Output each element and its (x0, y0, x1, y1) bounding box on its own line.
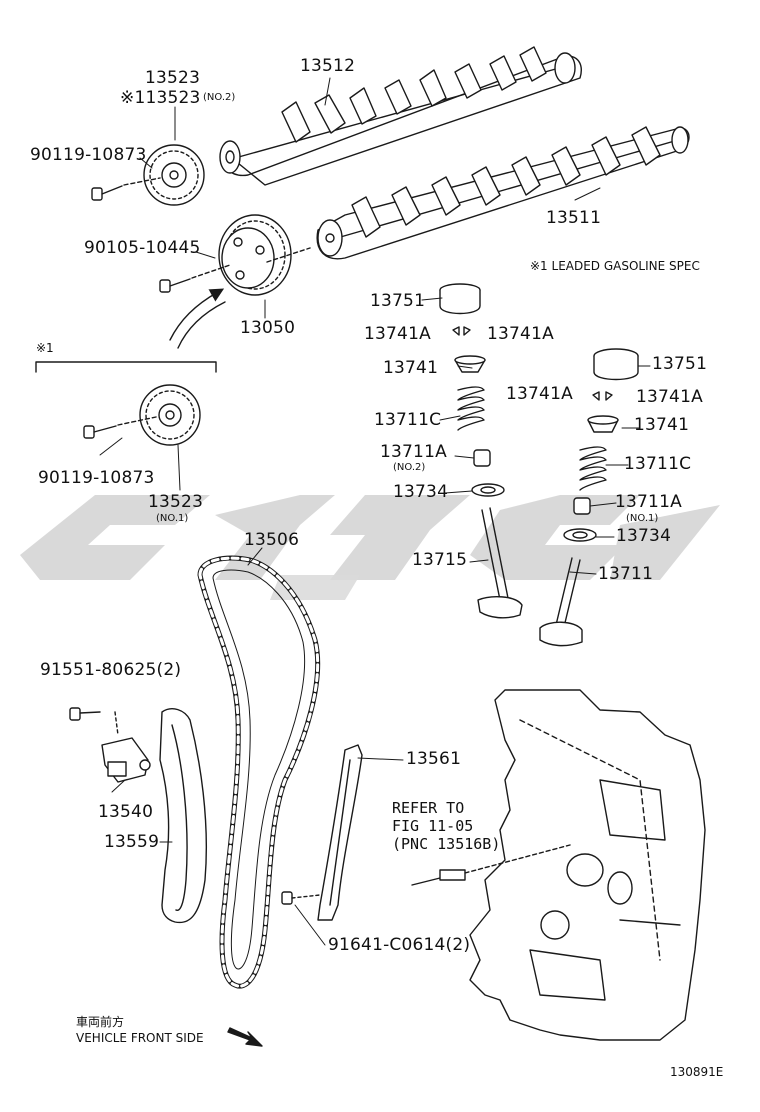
leader-lines (99, 77, 651, 946)
bolt-90119-top (91, 177, 161, 201)
vvt-gear-13050 (218, 214, 311, 296)
engine-block (411, 689, 706, 1041)
label-13734-left: 13734 (393, 482, 449, 502)
label-90119-top: 90119-10873 (30, 145, 147, 165)
bolt-90119-bottom (83, 416, 157, 439)
label-13711a-left: 13711A (380, 442, 447, 462)
bolt-90105 (159, 264, 231, 293)
camshaft-13512 (219, 46, 582, 186)
label-91551: 91551-80625(2) (40, 660, 182, 680)
label-13711a-right: 13711A (615, 492, 682, 512)
label-13711a-right-sub: (NO.1) (626, 513, 659, 524)
label-90105: 90105-10445 (84, 238, 201, 258)
valve-train-right (539, 348, 639, 647)
label-13751-left: 13751 (370, 291, 426, 311)
label-13506: 13506 (244, 530, 300, 550)
chain-tensioner-13540 (69, 707, 151, 783)
assembly-arrow (169, 288, 225, 341)
sprocket-13523-top (143, 144, 205, 206)
timing-chain-13506 (197, 555, 321, 989)
label-13523-no2: ※113523 (120, 88, 201, 108)
label-13751-right: 13751 (652, 354, 708, 374)
figure-id: 130891E (670, 1065, 724, 1079)
watermark-logo (20, 495, 720, 600)
label-13741-left: 13741 (383, 358, 439, 378)
label-13715: 13715 (412, 550, 468, 570)
label-13741a-left-b: 13741A (487, 324, 554, 344)
bracket-mark: ※1 (36, 341, 54, 355)
label-13559: 13559 (104, 832, 160, 852)
chain-damper-13561 (281, 744, 363, 921)
sprocket-13523-no1 (139, 384, 201, 446)
label-91641: 91641-C0614(2) (328, 935, 471, 955)
label-13711a-left-sub: (NO.2) (393, 462, 426, 473)
camshaft-13511 (316, 126, 690, 260)
label-13711: 13711 (598, 564, 654, 584)
label-13561: 13561 (406, 749, 462, 769)
label-13523: 13523 (145, 68, 201, 88)
label-13741a-right-b: 13741A (636, 387, 703, 407)
note-leaded-gasoline: ※1 LEADED GASOLINE SPEC (530, 259, 700, 273)
label-13734-right: 13734 (616, 526, 672, 546)
vehicle-front-arrow (227, 1027, 263, 1047)
label-13512: 13512 (300, 56, 356, 76)
vehicle-front-en: VEHICLE FRONT SIDE (76, 1031, 204, 1045)
label-13711c-right: 13711C (624, 454, 692, 474)
valve-train-left (439, 283, 523, 619)
refer-line-1: REFER TO (392, 799, 465, 817)
label-13523-no1-sub: (NO.1) (156, 513, 189, 524)
refer-line-2: FIG 11-05 (392, 817, 474, 835)
refer-line-3: (PNC 13516B) (392, 835, 501, 853)
vehicle-front-jp: 車両前方 (76, 1015, 125, 1029)
label-13050: 13050 (240, 318, 296, 338)
label-90119-bottom: 90119-10873 (38, 468, 155, 488)
label-13511: 13511 (546, 208, 602, 228)
label-13741a-right-a: 13741A (506, 384, 573, 404)
label-13711c-left: 13711C (374, 410, 442, 430)
label-13741-right: 13741 (634, 415, 690, 435)
chain-guide-13559 (159, 708, 207, 924)
label-13540: 13540 (98, 802, 154, 822)
label-13741a-left-a: 13741A (364, 324, 431, 344)
label-13523-no1: 13523 (148, 492, 204, 512)
label-13523-no2-sub: (NO.2) (203, 92, 236, 103)
leaded-spec-bracket (35, 361, 217, 373)
